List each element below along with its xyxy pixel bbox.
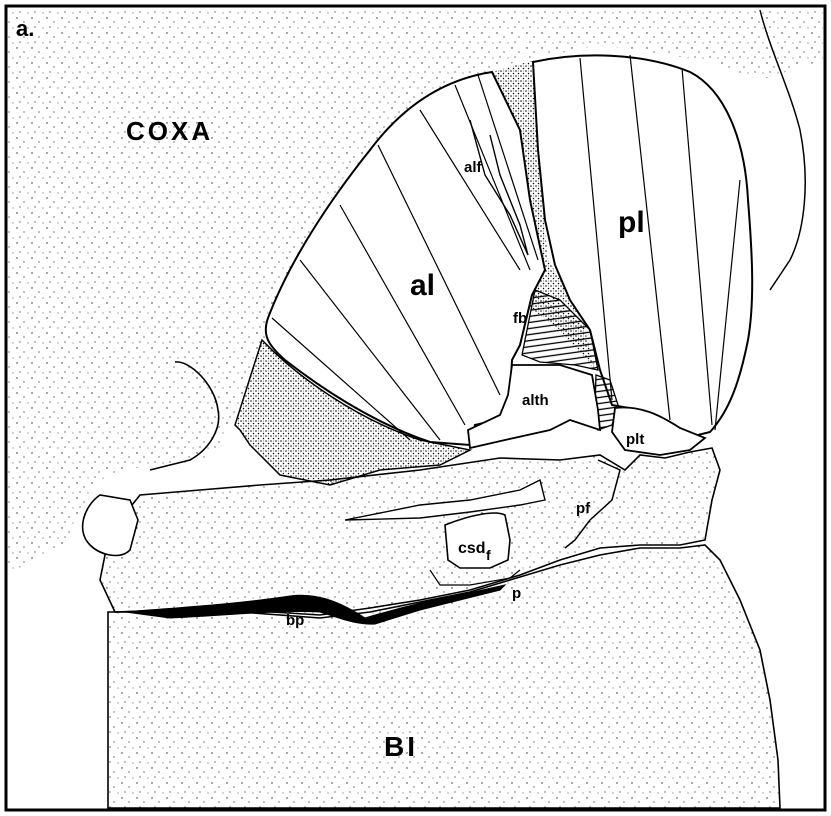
label-al: al (410, 269, 435, 302)
label-f: f (486, 547, 491, 563)
label-alf: alf (464, 159, 483, 176)
label-alth: alth (522, 392, 549, 409)
panel-label: a. (16, 16, 34, 41)
label-pl: pl (618, 206, 645, 239)
label-bp: bp (286, 612, 304, 629)
label-bi: BI (384, 731, 418, 762)
label-csd: csd (458, 540, 486, 557)
label-pf: pf (576, 500, 591, 517)
label-fb: fb (513, 310, 527, 327)
label-plt: plt (626, 431, 644, 448)
label-coxa: COXA (126, 116, 213, 146)
left-loop (83, 495, 138, 555)
label-p: p (512, 585, 521, 602)
